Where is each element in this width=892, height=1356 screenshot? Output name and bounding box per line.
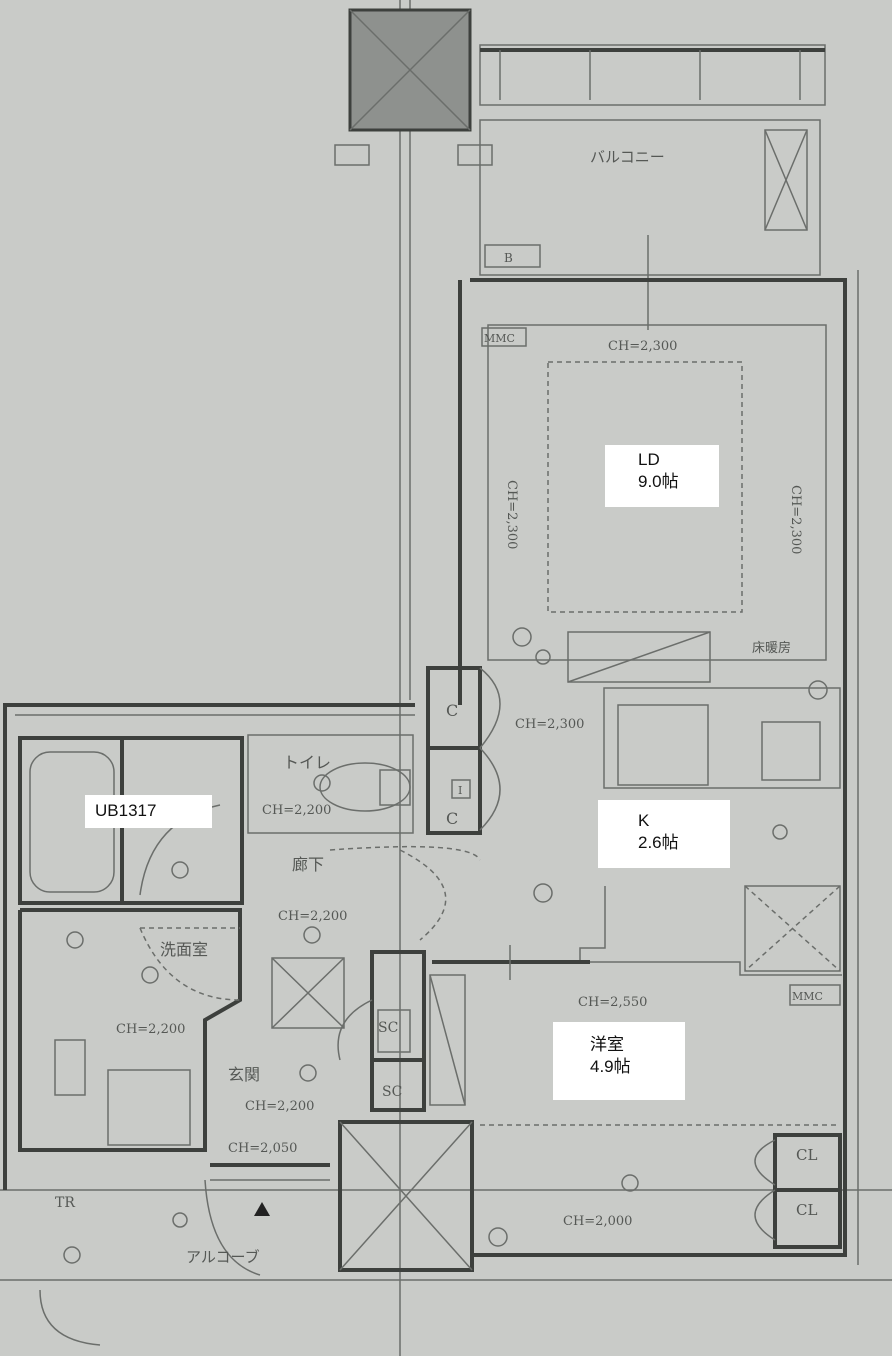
- mmc-right-label: MMC: [792, 990, 823, 1003]
- yoshitsu-room-name: 洋室: [590, 1035, 624, 1054]
- kitchen-lines: [579, 687, 842, 1006]
- wet-area-lines: [18, 734, 414, 1152]
- ch-entry: CH=2,050: [228, 1141, 297, 1156]
- ch-ld-top: CH=2,300: [608, 339, 677, 354]
- ch-genkan: CH=2,200: [245, 1099, 314, 1114]
- ch-corridor: CH=2,200: [278, 909, 347, 924]
- outer-walls: [3, 270, 859, 1265]
- ch-toilet: CH=2,200: [262, 803, 331, 818]
- ch-bottom: CH=2,000: [563, 1214, 632, 1229]
- closet-c1-label: C: [446, 701, 458, 720]
- ld-room-label: LD 9.0帖: [605, 445, 719, 507]
- toilet-label: トイレ: [283, 753, 331, 772]
- ub-room-label: UB1317: [85, 795, 212, 828]
- k-room-area: 2.6帖: [638, 833, 679, 852]
- closet-c2-label: C: [446, 809, 458, 828]
- plan-annotations: バルコニー B MMC CH=2,300 CH=2,300 CH=2,300 床…: [55, 148, 823, 1266]
- k-room-name: K: [638, 811, 650, 830]
- tr-label: TR: [55, 1195, 75, 1211]
- ch-wash: CH=2,200: [116, 1022, 185, 1037]
- ch-yoshitsu: CH=2,550: [578, 995, 647, 1010]
- ld-room-name: LD: [638, 450, 660, 469]
- yoshitsu-room-area: 4.9帖: [590, 1057, 631, 1076]
- ch-hall: CH=2,300: [515, 717, 584, 732]
- light-fixtures: [63, 627, 828, 1264]
- cl2-label: CL: [796, 1201, 817, 1219]
- ub-room-name: UB1317: [95, 801, 157, 820]
- balcony-area: [334, 8, 826, 276]
- corridor-label: 廊下: [292, 855, 324, 874]
- yoshitsu-lines: [338, 945, 842, 1272]
- mmc-top-label: MMC: [484, 332, 515, 345]
- cl1-label: CL: [796, 1146, 817, 1164]
- k-room-label: K 2.6帖: [598, 800, 730, 868]
- balcony-label: バルコニー: [590, 148, 665, 166]
- ch-ld-right: CH=2,300: [788, 485, 803, 554]
- b-box-label: B: [504, 251, 513, 265]
- genkan-label: 玄関: [228, 1065, 260, 1084]
- ld-room-area: 9.0帖: [638, 472, 679, 491]
- closet-i-label: I: [458, 784, 462, 797]
- ch-ld-left: CH=2,300: [504, 480, 519, 549]
- corridor-lines: [210, 950, 426, 1216]
- yoshitsu-room-label: 洋室 4.9帖: [553, 1022, 685, 1100]
- alcove-label: アルコーブ: [186, 1248, 260, 1266]
- hall-closets: [426, 666, 482, 835]
- sc1-label: SC: [378, 1020, 398, 1036]
- sc2-label: SC: [382, 1084, 402, 1100]
- floor-heating-label: 床暖房: [752, 640, 791, 656]
- washroom-label: 洗面室: [160, 940, 208, 959]
- ld-room-lines: [481, 235, 827, 683]
- door-swings: [39, 667, 776, 1346]
